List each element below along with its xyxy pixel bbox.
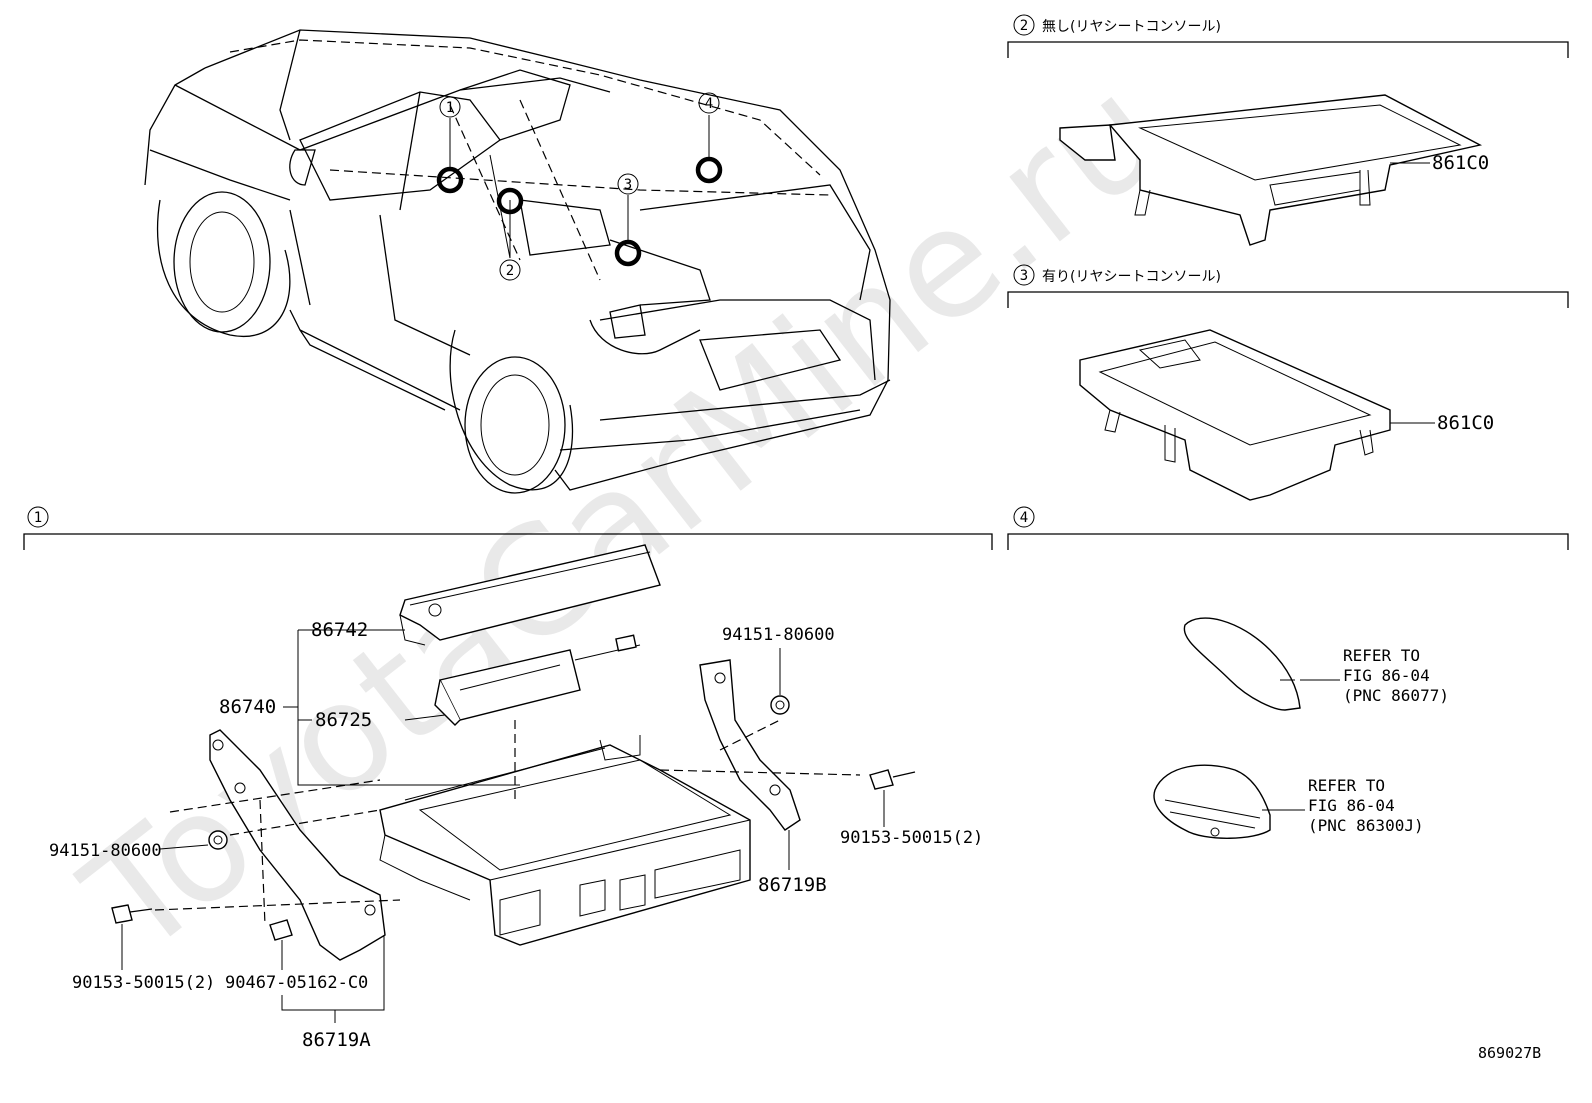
part-number-94151-top: 94151-80600 — [722, 625, 835, 645]
refer-to-1-line2: FIG 86-04 — [1343, 666, 1430, 685]
part-number-90153-left: 90153-50015(2) — [72, 973, 215, 993]
part-number-86719A: 86719A — [302, 1029, 371, 1051]
car-callout-1: 1 — [439, 96, 461, 118]
figure-id: 869027B — [1478, 1044, 1541, 1062]
callout-label: 3 — [624, 177, 632, 193]
refer-to-2-line1: REFER TO — [1308, 776, 1385, 795]
section-2-header: 2 無し(リヤシートコンソール) — [1007, 14, 1569, 58]
car-callout-4: 4 — [698, 92, 720, 114]
part-number-90153-right: 90153-50015(2) — [840, 828, 983, 848]
suv-rear-view-icon — [144, 29, 891, 494]
section-1-header: 1 — [23, 506, 993, 550]
part-number-86719B: 86719B — [758, 874, 827, 896]
callout-label: 1 — [446, 100, 454, 116]
section-4-header: 4 — [1007, 506, 1569, 550]
section-number: 1 — [34, 510, 42, 526]
rear-console-tray-icon — [1059, 94, 1483, 246]
part-number-861C0-a: 861C0 — [1432, 152, 1489, 174]
section-number: 4 — [1020, 510, 1028, 526]
section-label: 有り(リヤシートコンソール) — [1042, 269, 1221, 285]
callout-label: 2 — [506, 263, 514, 279]
part-number-861C0-b: 861C0 — [1437, 412, 1494, 434]
part-number-86742: 86742 — [311, 619, 368, 641]
part-number-86725: 86725 — [315, 709, 372, 731]
part-number-90467: 90467-05162-C0 — [225, 973, 368, 993]
part-number-94151-left: 94151-80600 — [49, 841, 162, 861]
section-3-header: 3 有り(リヤシートコンソール) — [1007, 264, 1569, 308]
shark-fin-antenna-icon — [1183, 617, 1301, 711]
refer-to-2-line2: FIG 86-04 — [1308, 796, 1395, 815]
refer-to-2-line3: (PNC 86300J) — [1308, 816, 1424, 835]
section-label: 無し(リヤシートコンソール) — [1042, 19, 1221, 35]
section-number: 3 — [1020, 268, 1028, 284]
car-callout-2: 2 — [499, 259, 521, 281]
part-number-86740: 86740 — [219, 696, 276, 718]
refer-to-1-line1: REFER TO — [1343, 646, 1420, 665]
refer-to-1-line3: (PNC 86077) — [1343, 686, 1449, 705]
callout-label: 4 — [705, 96, 713, 112]
car-callout-3: 3 — [617, 173, 639, 195]
section-number: 2 — [1020, 18, 1028, 34]
rear-console-tray-icon-2 — [1079, 329, 1391, 501]
antenna-base-icon — [1153, 764, 1271, 839]
audio-unit-icon — [111, 544, 916, 961]
